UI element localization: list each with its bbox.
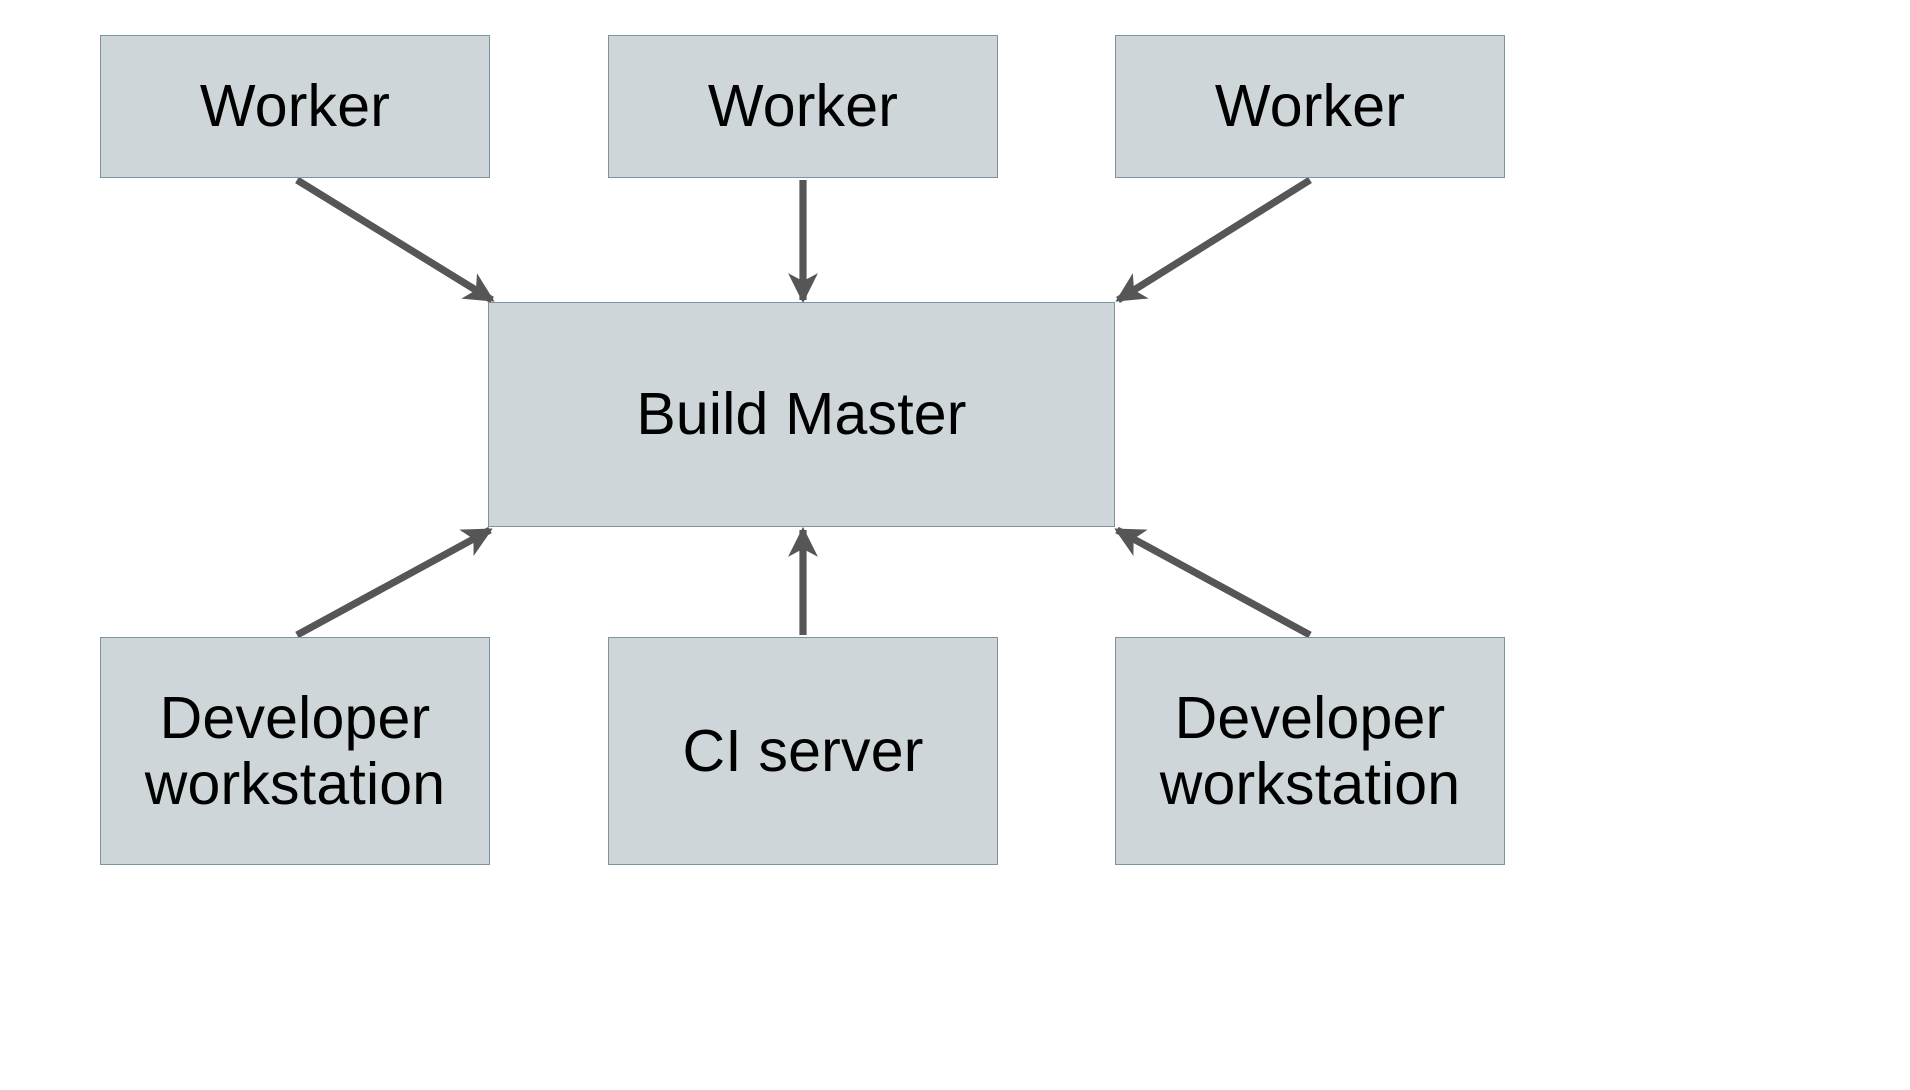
node-build-master-label: Build Master <box>636 381 967 448</box>
node-developer-workstation-left[interactable]: Developer workstation <box>100 637 490 865</box>
node-developer-workstation-right-label: Developer workstation <box>1159 684 1461 817</box>
node-ci-server-label: CI server <box>682 717 924 784</box>
node-developer-workstation-right[interactable]: Developer workstation <box>1115 637 1505 865</box>
node-developer-workstation-left-label: Developer workstation <box>144 684 446 817</box>
edge-dev_right-to-build_master <box>1114 526 1312 639</box>
node-worker-right-label: Worker <box>1214 73 1406 140</box>
edge-dev_left-to-build_master <box>295 526 493 639</box>
node-build-master[interactable]: Build Master <box>488 302 1115 527</box>
edge-worker_left-to-build_master <box>295 176 495 304</box>
edge-worker_right-to-build_master <box>1115 176 1312 304</box>
node-worker-right[interactable]: Worker <box>1115 35 1505 178</box>
node-worker-left[interactable]: Worker <box>100 35 490 178</box>
node-worker-left-label: Worker <box>199 73 391 140</box>
node-worker-center[interactable]: Worker <box>608 35 998 178</box>
node-worker-center-label: Worker <box>707 73 899 140</box>
node-ci-server[interactable]: CI server <box>608 637 998 865</box>
